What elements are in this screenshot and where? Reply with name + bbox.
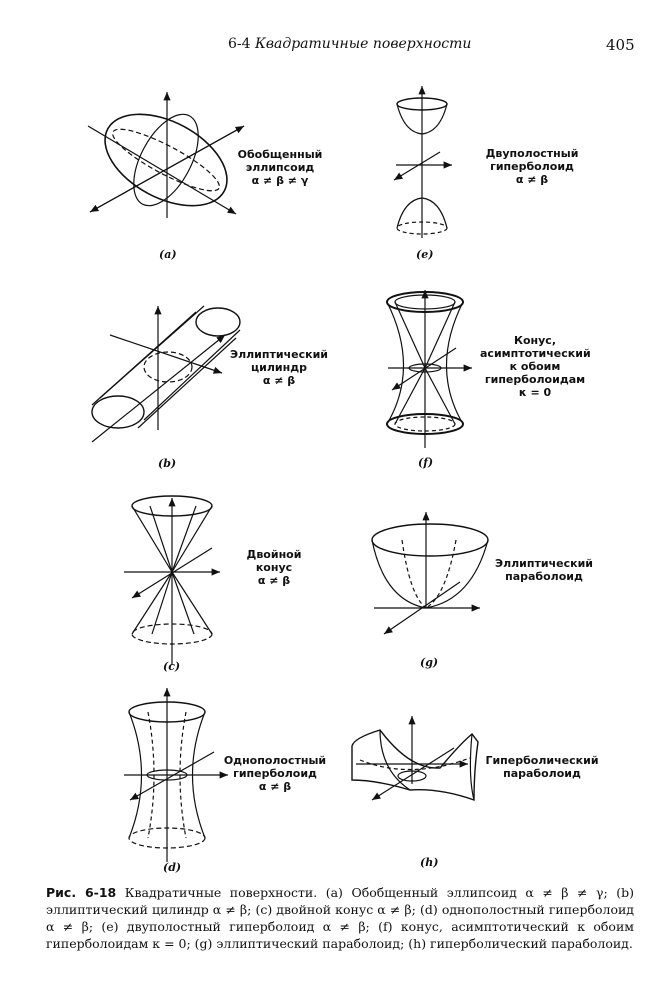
figure-e-sublabel: (e) xyxy=(416,248,434,261)
caption-text: Квадратичные поверхности. (a) Обобщенный… xyxy=(46,885,634,951)
figure-b-line3: α ≠ β xyxy=(262,374,296,387)
figure-b-line1: Эллиптический xyxy=(230,348,328,361)
figure-f-line1: Конус, xyxy=(513,334,557,347)
elliptic-paraboloid-drawing xyxy=(371,512,489,635)
figure-b-sublabel: (b) xyxy=(158,457,177,470)
figure-g-line2: параболоид xyxy=(505,570,583,583)
figure-f-line3: к обоим xyxy=(509,360,561,373)
figure-f-label: Конус, асимптотический к обоим гиперболо… xyxy=(480,334,591,399)
figure-a-line3: α ≠ β ≠ γ xyxy=(251,174,309,187)
figure-e-label: Двуполостный гиперболоид α ≠ β xyxy=(480,147,584,186)
figure-a-label: Обобщенный эллипсоид α ≠ β ≠ γ xyxy=(232,148,328,187)
figure-h-label: Гиперболический параболоид xyxy=(484,754,600,780)
figure-d-sublabel: (d) xyxy=(163,861,182,874)
figure-e-line2: гиперболоид xyxy=(490,160,574,173)
figure-h-sublabel: (h) xyxy=(420,856,439,869)
figure-g-label: Эллиптический параболоид xyxy=(492,557,596,583)
figure-b-line2: цилиндр xyxy=(251,361,307,374)
figure-a-sublabel: (a) xyxy=(159,248,177,261)
figure-b-label: Эллиптический цилиндр α ≠ β xyxy=(224,348,334,387)
figure-g-line1: Эллиптический xyxy=(495,557,593,570)
elliptic-cylinder-drawing xyxy=(91,305,241,443)
page-number: 405 xyxy=(606,36,635,54)
hyperbolic-paraboloid-drawing xyxy=(351,716,479,801)
running-header: 6-4 Квадратичные поверхности 405 xyxy=(0,36,666,56)
figure-f-line4: гиперболоидам xyxy=(484,373,586,386)
ellipsoid-drawing xyxy=(87,92,245,218)
figure-d-line1: Однополостный xyxy=(223,754,327,767)
figure-c-sublabel: (c) xyxy=(163,660,181,673)
figure-c-line2: конус xyxy=(255,561,293,574)
figure-c-line3: α ≠ β xyxy=(257,574,291,587)
figure-c-label: Двойной конус α ≠ β xyxy=(226,548,322,587)
one-sheet-hyperboloid-drawing xyxy=(124,688,228,862)
section-title: Квадратичные поверхности xyxy=(255,36,472,52)
figure-g-sublabel: (g) xyxy=(420,656,439,669)
figure-c-line1: Двойной xyxy=(246,548,302,561)
figure-h-line1: Гиперболический xyxy=(485,754,599,767)
figure-e-line1: Двуполостный xyxy=(485,147,579,160)
figure-d-line3: α ≠ β xyxy=(258,780,292,793)
figure-f-sublabel: (f) xyxy=(418,456,434,469)
figure-h-line2: параболоид xyxy=(503,767,581,780)
figure-caption: Рис. 6-18 Квадратичные поверхности. (a) … xyxy=(46,884,634,952)
double-cone-drawing xyxy=(124,495,220,665)
figure-d-line2: гиперболоид xyxy=(233,767,317,780)
figure-f-line2: асимптотический xyxy=(480,347,591,360)
figure-e-line3: α ≠ β xyxy=(515,173,549,186)
caption-figure-number: Рис. 6-18 xyxy=(46,885,117,900)
asymptotic-cone-drawing xyxy=(386,290,472,448)
figure-a-line1: Обобщенный xyxy=(237,148,323,161)
running-title: 6-4 Квадратичные поверхности xyxy=(228,36,471,52)
figure-a-line2: эллипсоид xyxy=(245,161,315,174)
two-sheet-hyperboloid-drawing xyxy=(393,86,452,238)
figure-d-label: Однополостный гиперболоид α ≠ β xyxy=(220,754,330,793)
figure-f-line5: κ = 0 xyxy=(518,386,552,399)
section-number: 6-4 xyxy=(228,36,251,52)
